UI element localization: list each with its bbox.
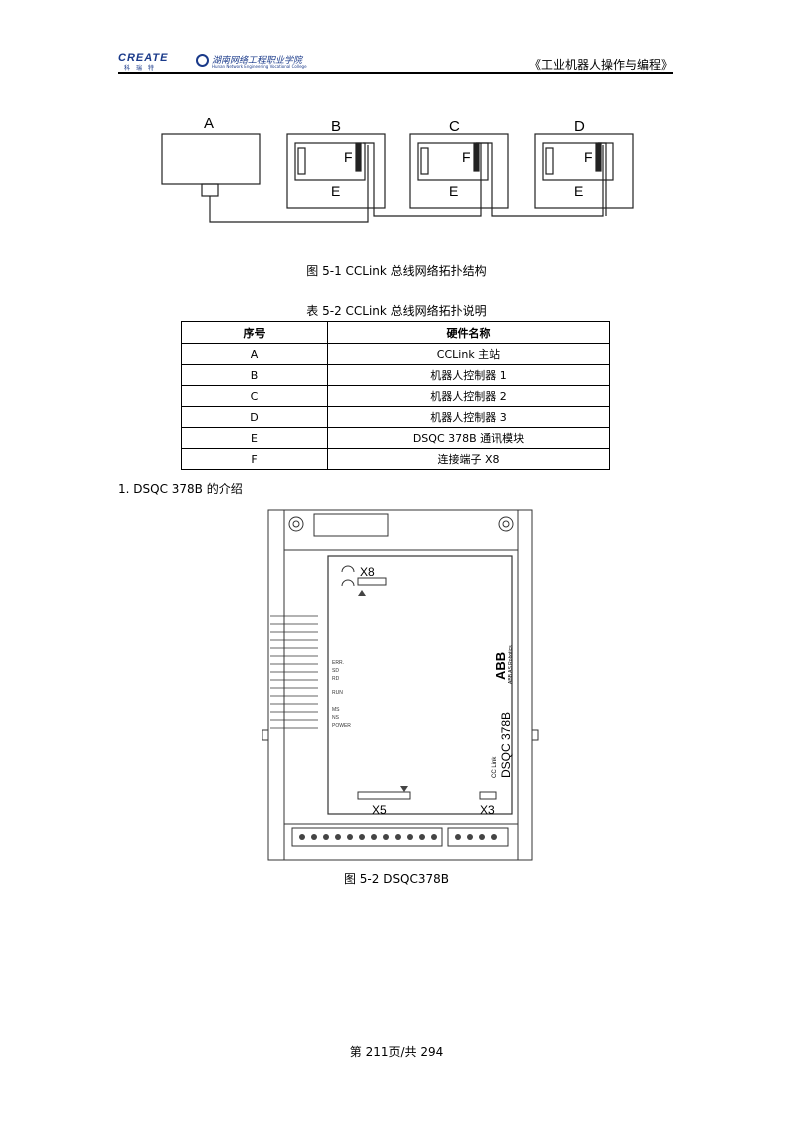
label-e-d: E: [574, 183, 583, 199]
master-connector: [201, 183, 219, 197]
create-logo: CREATE: [118, 52, 169, 64]
row-index: D: [181, 406, 328, 428]
x3-label: X3: [480, 803, 495, 817]
row-hardware: DSQC 378B 通讯模块: [327, 427, 610, 449]
school-emblem-icon: [196, 54, 209, 67]
table-caption: 表 5-2 CCLink 总线网络拓扑说明: [306, 304, 487, 318]
label-f-d: F: [584, 149, 593, 165]
led-ms-label: MS: [332, 707, 340, 713]
table-header-row: 序号 硬件名称: [181, 321, 610, 344]
led-ns-label: NS: [332, 715, 340, 721]
label-e-b: E: [331, 183, 340, 199]
controller-d-box: [534, 133, 634, 209]
row-index: C: [181, 385, 328, 407]
school-logo-english: Hunan Network Engineering Vocational Col…: [212, 64, 307, 69]
label-f-b: F: [344, 149, 353, 165]
row-index: A: [181, 343, 328, 365]
label-f-c: F: [462, 149, 471, 165]
label-e-c: E: [449, 183, 458, 199]
row-hardware: 连接端子 X8: [327, 448, 610, 470]
row-index: E: [181, 427, 328, 449]
cclink-topology-diagram: A B C D F F F E E E: [161, 115, 634, 223]
led-err-label: ERR.: [332, 660, 344, 666]
main-board: [327, 555, 513, 815]
row-hardware: 机器人控制器 3: [327, 406, 610, 428]
x8-label: X8: [360, 565, 375, 579]
cclink-label: CC Link: [492, 756, 498, 778]
led-sd-label: SD: [332, 668, 339, 674]
led-power-label: POWER: [332, 723, 351, 729]
master-station-box: [161, 133, 261, 185]
led-rd-label: RD: [332, 676, 340, 682]
header-hardware-name: 硬件名称: [327, 321, 610, 344]
header-index: 序号: [181, 321, 328, 344]
row-hardware: CCLink 主站: [327, 343, 610, 365]
figure-1-caption: 图 5-1 CCLink 总线网络拓扑结构: [306, 264, 487, 278]
x5-label: X5: [372, 803, 387, 817]
row-index: F: [181, 448, 328, 470]
label-d: D: [574, 118, 585, 135]
header-divider: [118, 72, 673, 74]
school-logo: 湖南网络工程职业学院: [212, 56, 303, 66]
dsqc378b-board-drawing: X8 X5 X3 ERR. SD RD RUN MS NS POWER ABB …: [262, 509, 539, 861]
figure-2-caption: 图 5-2 DSQC378B: [343, 872, 450, 886]
model-label: DSQC 378B: [499, 712, 513, 778]
row-hardware: 机器人控制器 2: [327, 385, 610, 407]
label-c: C: [449, 118, 460, 135]
book-title: 《工业机器人操作与编程》: [528, 58, 673, 72]
label-a: A: [204, 115, 214, 132]
row-hardware: 机器人控制器 1: [327, 364, 610, 386]
controller-b-box: [286, 133, 386, 209]
row-index: B: [181, 364, 328, 386]
abb-subtitle: ABB AS Robotics: [508, 645, 514, 684]
create-logo-subtitle: 科瑞特: [124, 65, 161, 72]
controller-c-box: [409, 133, 509, 209]
label-b: B: [331, 118, 341, 135]
abb-logo: ABB: [493, 652, 508, 680]
led-run-label: RUN: [332, 690, 343, 696]
page-number: 第 211页/共 294: [349, 1045, 444, 1059]
section-heading: 1. DSQC 378B 的介绍: [118, 482, 243, 496]
